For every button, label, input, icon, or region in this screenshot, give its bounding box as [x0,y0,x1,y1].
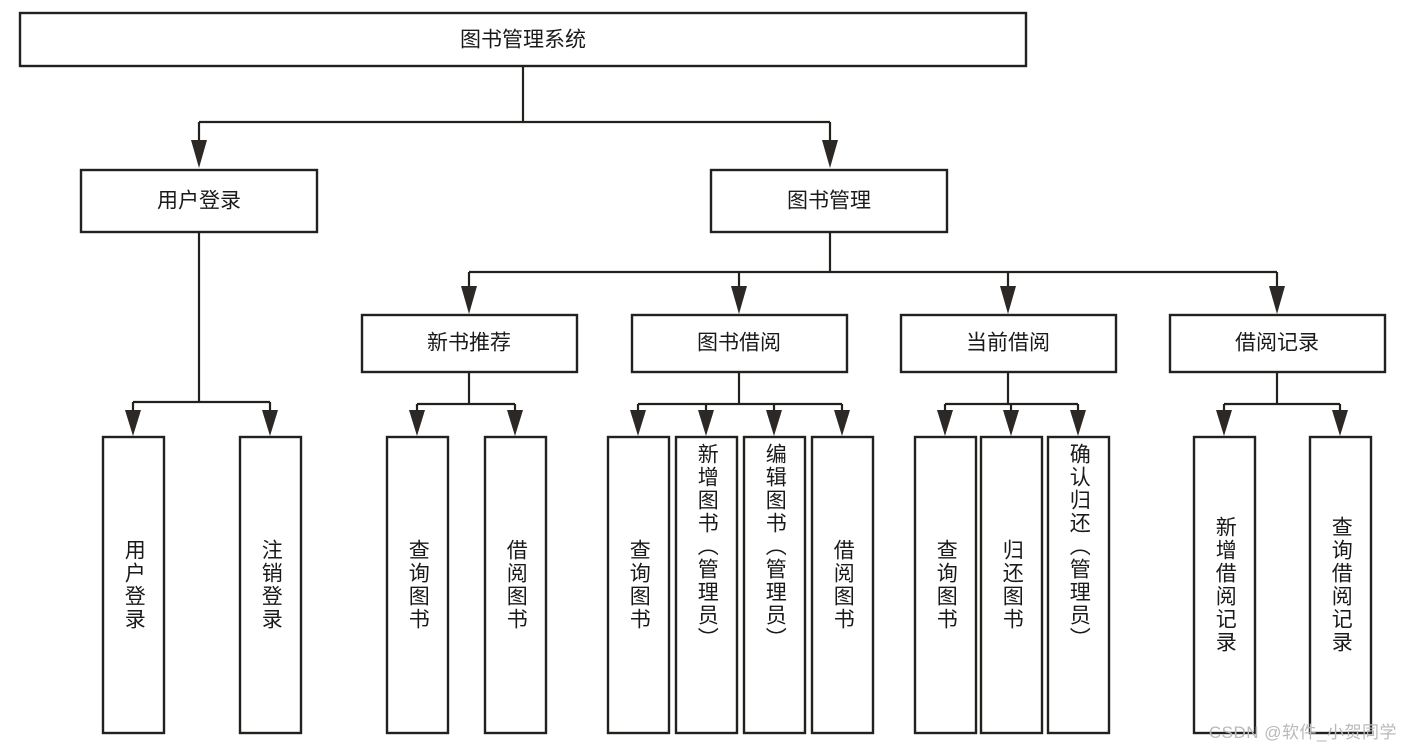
node-book-borrow-label: 图书借阅 [697,332,781,355]
leaf-box-user-login-1[interactable] [101,435,166,735]
connector-group-user-login [125,232,278,436]
connector-group-book-borrow [630,372,850,436]
node-borrow-record[interactable]: 借阅记录 [1168,313,1387,374]
arrow-head-leaf-bb-3 [766,410,782,436]
csdn-watermark: CSDN @软件_小贺同学 [1208,723,1397,742]
arrow-head-leaf-cb-2 [1003,410,1019,436]
leaf-box-bb-4[interactable] [810,435,875,735]
node-user-login[interactable]: 用户登录 [79,168,319,234]
leaf-group-user-login [101,435,303,735]
leaf-box-bb-1[interactable] [606,435,671,735]
node-new-book-recommend[interactable]: 新书推荐 [360,313,579,374]
node-new-book-recommend-label: 新书推荐 [427,332,511,355]
node-book-borrow[interactable]: 图书借阅 [630,313,849,374]
arrow-head-current-borrow [1000,286,1016,314]
node-new-book-recommend-box[interactable] [360,313,579,374]
node-book-manage[interactable]: 图书管理 [709,168,949,234]
arrow-head-book-borrow [731,286,747,314]
connector-group-borrow-record [1216,372,1348,436]
connector-group-book-manage [461,232,1285,314]
arrow-head-leaf-cb-3 [1070,410,1086,436]
node-user-login-box[interactable] [79,168,319,234]
node-current-borrow-label: 当前借阅 [966,332,1050,355]
arrow-head-leaf-bb-4 [834,410,850,436]
node-current-borrow[interactable]: 当前借阅 [899,313,1118,374]
node-root-label: 图书管理系统 [460,29,586,52]
connector-group-root [191,66,838,168]
arrow-head-leaf-user-login-2 [262,410,278,436]
arrow-head-book-manage [822,140,838,168]
arrow-head-leaf-bb-1 [630,410,646,436]
node-book-manage-box[interactable] [709,168,949,234]
leaf-box-user-login-2[interactable] [238,435,303,735]
arrow-head-leaf-br-2 [1332,410,1348,436]
node-user-login-label: 用户登录 [157,190,241,213]
node-book-borrow-box[interactable] [630,313,849,374]
node-borrow-record-label: 借阅记录 [1235,332,1319,355]
arrow-head-user-login [191,140,207,168]
leaf-box-nbr-2[interactable] [483,435,548,735]
arrow-head-leaf-br-1 [1216,410,1232,436]
leaf-box-br-1[interactable] [1192,435,1257,735]
connector-group-current-borrow [937,372,1086,436]
arrow-head-leaf-nbr-1 [409,410,425,436]
connector-group-new-book-recommend [409,372,523,436]
arrow-head-borrow-record [1269,286,1285,314]
arrow-head-leaf-nbr-2 [507,410,523,436]
leaf-box-cb-1[interactable] [913,435,978,735]
leaf-box-bb-3[interactable] [742,435,807,735]
leaf-box-bb-2[interactable] [674,435,739,735]
leaf-box-nbr-1[interactable] [385,435,450,735]
arrow-head-leaf-bb-2 [698,410,714,436]
node-borrow-record-box[interactable] [1168,313,1387,374]
arrow-head-leaf-cb-1 [937,410,953,436]
node-root-box[interactable] [18,11,1028,68]
leaf-group-book-borrow [606,435,875,735]
node-root[interactable]: 图书管理系统 [18,11,1028,68]
leaf-box-cb-2[interactable] [979,435,1044,735]
leaf-group-new-book-recommend [385,435,548,735]
node-current-borrow-box[interactable] [899,313,1118,374]
leaf-box-cb-3[interactable] [1046,435,1111,735]
leaf-group-borrow-record [1192,435,1373,735]
leaf-box-br-2[interactable] [1308,435,1373,735]
arrow-head-new-book-recommend [461,286,477,314]
leaf-group-current-borrow [913,435,1111,735]
node-book-manage-label: 图书管理 [787,190,871,213]
arrow-head-leaf-user-login-1 [125,410,141,436]
